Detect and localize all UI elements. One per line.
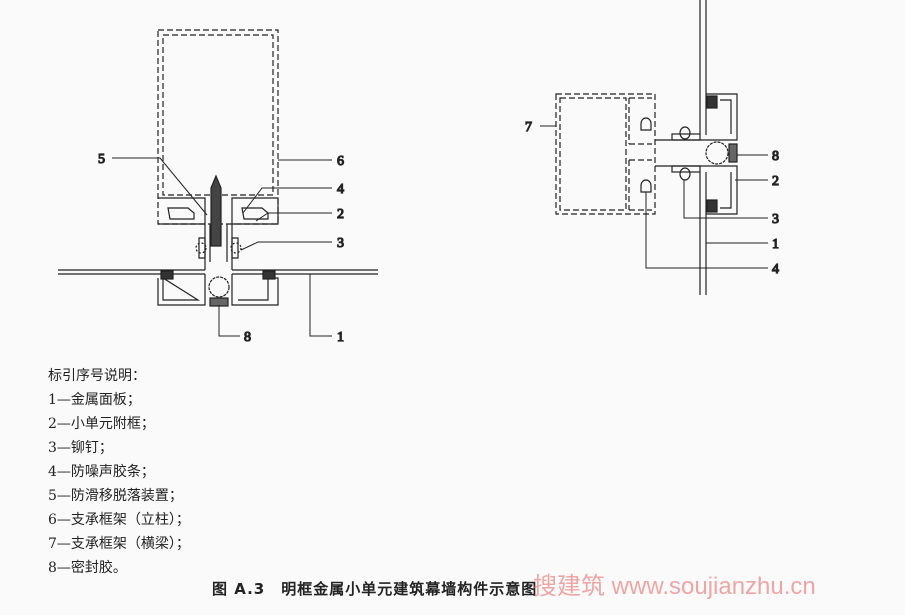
- legend-item: 5—防滑移脱落装置；: [48, 488, 183, 504]
- legend: 标引序号说明： 1—金属面板； 2—小单元附框； 3—铆钉； 4—防噪声胶条； …: [48, 364, 190, 580]
- legend-item: 8—密封胶。: [48, 560, 127, 576]
- legend-item: 7—支承框架（横梁）；: [48, 536, 190, 552]
- legend-item: 3—铆钉；: [48, 440, 113, 456]
- legend-item: 2—小单元附框；: [48, 416, 155, 432]
- anti-slip-screw: [210, 174, 222, 247]
- label-2: 2: [337, 207, 344, 222]
- glass-panel: [699, 0, 707, 295]
- legend-item: 4—防噪声胶条；: [48, 464, 155, 480]
- unit-subframe: [158, 197, 279, 270]
- figure-caption: 图 A.3 明框金属小单元建筑幕墙构件示意图: [212, 580, 538, 598]
- leader-lines-right: [540, 125, 768, 269]
- label-4: 4: [337, 182, 344, 197]
- label-1: 1: [337, 330, 344, 345]
- label-3: 3: [337, 236, 344, 251]
- leader-lines: [112, 157, 332, 337]
- watermark: 搜建筑 www.soujianzhu.cn: [533, 573, 816, 600]
- unit-subframe-right: [640, 93, 738, 215]
- legend-item: 6—支承框架（立柱）；: [48, 512, 190, 528]
- label-2: 2: [772, 174, 779, 189]
- label-5: 5: [98, 152, 105, 167]
- label-3: 3: [772, 212, 779, 227]
- support-frame-beam: [555, 93, 656, 215]
- label-7: 7: [525, 120, 532, 135]
- label-6: 6: [337, 154, 344, 169]
- label-8: 8: [772, 149, 779, 164]
- label-1: 1: [772, 237, 779, 252]
- metal-panel: [58, 269, 378, 275]
- legend-title: 标引序号说明：: [48, 368, 146, 384]
- label-8: 8: [244, 330, 251, 345]
- label-4: 4: [772, 262, 779, 277]
- legend-item: 1—金属面板；: [48, 392, 141, 408]
